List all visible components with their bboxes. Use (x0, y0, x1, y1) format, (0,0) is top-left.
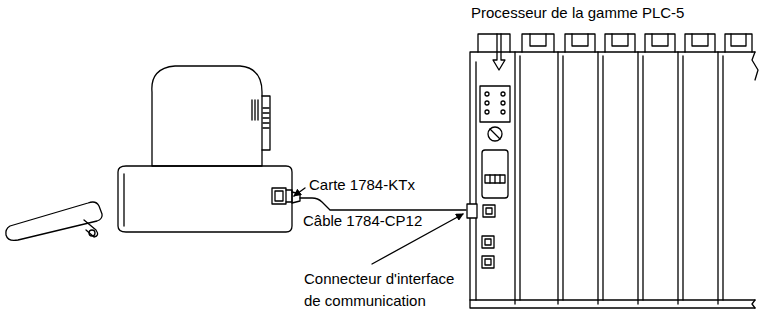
keyboard (6, 202, 102, 240)
plc-chassis (470, 34, 758, 308)
cable (300, 198, 466, 210)
card-label: Carte 1784-KTx (309, 175, 415, 194)
processor-module (467, 34, 510, 268)
computer-case (118, 166, 300, 232)
connector-label: Connecteur d'interface de communication (304, 268, 466, 312)
cable-label: Câble 1784-CP12 (303, 211, 422, 230)
processor-title: Processeur de la gamme PLC-5 (471, 3, 684, 22)
computer-monitor (152, 66, 270, 166)
leader-line (294, 188, 305, 196)
